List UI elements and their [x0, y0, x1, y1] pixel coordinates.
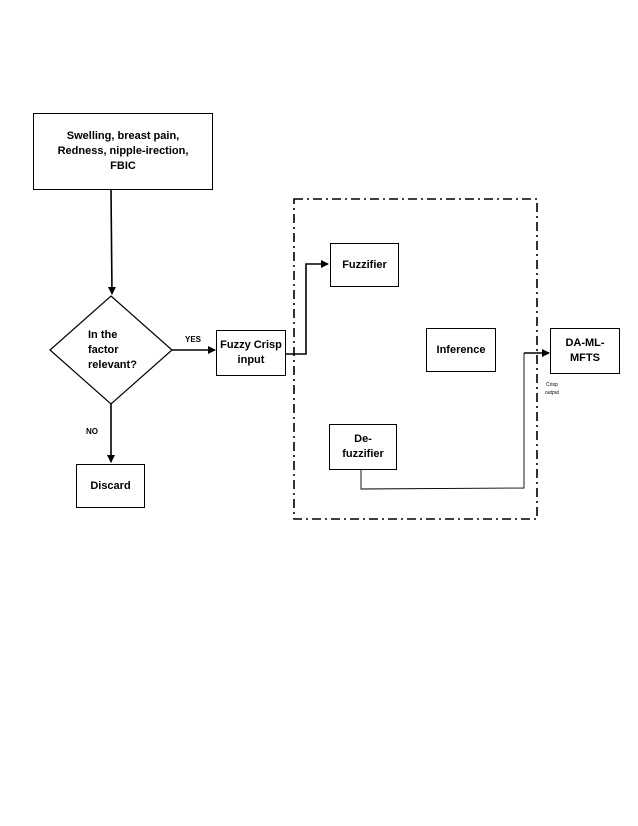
decision-text-line2: factor [88, 343, 119, 356]
fuzzy-input-line1: Fuzzy Crisp [220, 339, 282, 352]
defuzzifier-to-output-line [360, 353, 525, 490]
discard-text: Discard [90, 479, 131, 492]
no-label: NO [86, 427, 98, 436]
discard-box: Discard [76, 464, 145, 508]
fuzzifier-box: Fuzzifier [330, 243, 399, 287]
symptoms-to-decision-arrow [107, 189, 116, 295]
yes-label: YES [185, 335, 202, 344]
inference-text: Inference [436, 343, 486, 356]
crisp-output-line2: output [545, 389, 559, 396]
output-line1: DA-ML- [565, 337, 605, 350]
defuzzifier-line1: De- [354, 433, 372, 446]
defuzzifier-line2: fuzzifier [342, 448, 384, 460]
fuzzy-crisp-input-box: Fuzzy Crisp input [216, 330, 286, 376]
inference-box: Inference [426, 328, 496, 372]
crisp-output-label: Crisp output [545, 382, 559, 397]
output-line2: MFTS [570, 352, 600, 364]
fuzzy-input-to-fuzzifier-arrow [286, 260, 329, 355]
defuzzifier-box: De- fuzzifier [329, 424, 397, 470]
decision-text-line1: In the [88, 329, 118, 341]
crisp-output-line1: Crisp [546, 382, 558, 388]
symptoms-box: Swelling, breast pain, Redness, nipple-i… [33, 113, 213, 190]
symptoms-text: Swelling, breast pain, Redness, nipple-i… [57, 130, 189, 172]
decision-text: In the factor relevant? [88, 328, 137, 373]
fuzzy-input-line2: input [237, 354, 265, 366]
da-ml-mfts-output-box: DA-ML- MFTS [550, 328, 620, 374]
fuzzy-system-boundary [293, 198, 538, 520]
decision-text-line3: relevant? [88, 358, 137, 371]
fuzzifier-text: Fuzzifier [342, 258, 387, 271]
